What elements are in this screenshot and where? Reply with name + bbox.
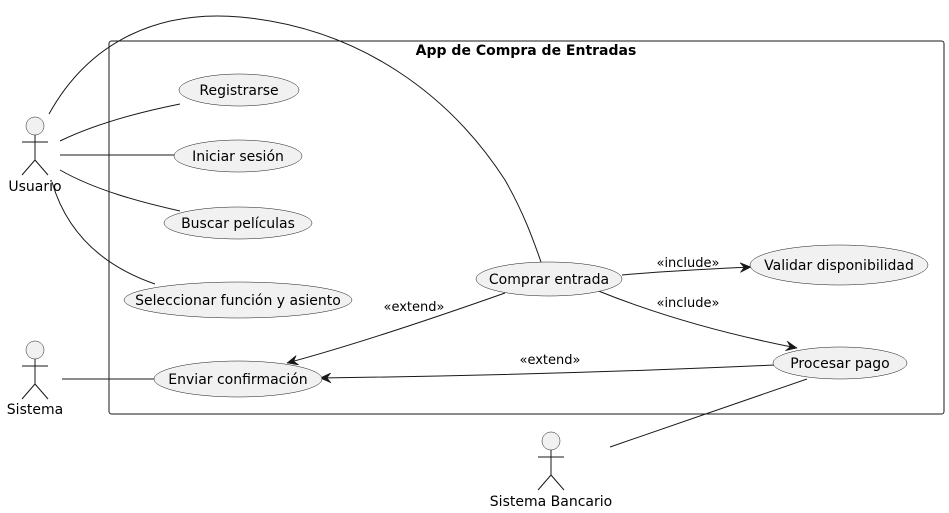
use-case-buscar-peliculas[interactable]: Buscar películas — [163, 206, 313, 240]
assoc-usuario-buscar — [59, 169, 181, 212]
use-case-comprar-entrada[interactable]: Comprar entrada — [475, 261, 623, 297]
use-case-label: Enviar confirmación — [168, 372, 307, 388]
stick-figure-icon — [21, 340, 49, 400]
arrow-extend-procesar — [320, 364, 776, 378]
use-case-label: Comprar entrada — [489, 272, 609, 288]
actor-sistema-bancario[interactable]: Sistema Bancario — [490, 431, 612, 510]
actor-label: Sistema Bancario — [490, 494, 612, 510]
use-case-label: Iniciar sesión — [192, 149, 284, 165]
actor-label: Sistema — [7, 402, 63, 418]
use-case-label: Procesar pago — [790, 356, 890, 372]
use-case-iniciar-sesion[interactable]: Iniciar sesión — [173, 139, 303, 173]
use-case-label: Registrarse — [199, 83, 278, 99]
assoc-usuario-comprar — [48, 15, 542, 263]
label-extend-comprar: «extend» — [384, 300, 445, 315]
use-case-registrarse[interactable]: Registrarse — [178, 73, 300, 107]
use-case-seleccionar[interactable]: Seleccionar función y asiento — [123, 281, 353, 319]
label-include-validar: «include» — [656, 256, 719, 271]
system-boundary: App de Compra de Entradas — [108, 40, 945, 415]
use-case-procesar-pago[interactable]: Procesar pago — [772, 346, 908, 380]
assoc-usuario-seleccionar — [51, 181, 156, 285]
assoc-usuario-registrarse — [59, 103, 181, 142]
label-include-procesar: «include» — [656, 296, 719, 311]
use-case-label: Buscar películas — [181, 216, 295, 232]
use-case-label: Seleccionar función y asiento — [135, 293, 341, 309]
use-case-label: Validar disponibilidad — [764, 258, 914, 274]
actor-label: Usuario — [8, 179, 61, 195]
assoc-banco-procesar — [609, 378, 808, 448]
arrow-extend-comprar — [287, 292, 506, 363]
label-extend-procesar: «extend» — [520, 353, 581, 368]
system-title: App de Compra de Entradas — [416, 43, 637, 59]
actor-usuario[interactable]: Usuario — [8, 116, 62, 195]
actor-sistema[interactable]: Sistema — [7, 340, 63, 418]
stick-figure-icon — [21, 116, 49, 176]
stick-figure-icon — [537, 431, 565, 491]
arrow-include-validar — [621, 267, 751, 276]
use-case-validar-disponibilidad[interactable]: Validar disponibilidad — [749, 244, 929, 286]
use-case-enviar-confirmacion[interactable]: Enviar confirmación — [153, 360, 323, 398]
arrow-include-procesar — [595, 289, 797, 348]
